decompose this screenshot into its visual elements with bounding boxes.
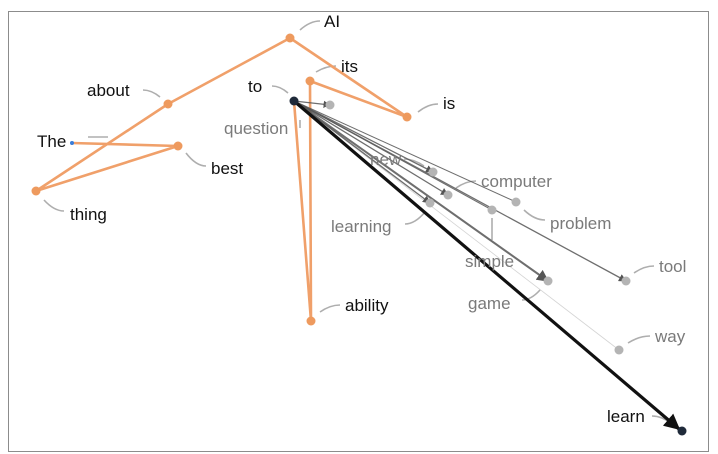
node-its bbox=[305, 76, 315, 86]
leader-best bbox=[185, 152, 207, 167]
label-ability: ability bbox=[345, 296, 389, 315]
label-leaders bbox=[43, 20, 673, 425]
node-game bbox=[543, 276, 553, 286]
graph-labels: The about AI its to is question best new computer… bbox=[37, 12, 686, 426]
leader-is bbox=[417, 103, 439, 113]
node-ability bbox=[306, 316, 316, 326]
edge-to-tool bbox=[293, 100, 627, 282]
node-way bbox=[614, 345, 624, 355]
edge-to-computer bbox=[293, 100, 449, 196]
label-the: The bbox=[37, 132, 66, 151]
label-simple: simple bbox=[465, 252, 514, 271]
label-computer: computer bbox=[481, 172, 552, 191]
leader-to bbox=[271, 85, 289, 94]
label-ai: AI bbox=[324, 12, 340, 31]
node-about bbox=[163, 99, 173, 109]
label-question: question bbox=[224, 119, 288, 138]
label-learning: learning bbox=[331, 217, 392, 236]
edge-to-game bbox=[293, 100, 549, 282]
leader-game bbox=[521, 289, 541, 301]
label-learn: learn bbox=[607, 407, 645, 426]
node-the bbox=[70, 141, 74, 145]
node-simple bbox=[487, 205, 497, 215]
label-game: game bbox=[468, 294, 511, 313]
node-computer bbox=[443, 190, 453, 200]
node-tool bbox=[621, 276, 631, 286]
leader-thing bbox=[43, 199, 65, 212]
node-learn bbox=[677, 426, 687, 436]
leader-ai bbox=[299, 20, 321, 31]
label-new: new bbox=[370, 150, 402, 169]
node-to bbox=[289, 96, 299, 106]
label-thing: thing bbox=[70, 205, 107, 224]
label-about: about bbox=[87, 81, 130, 100]
leader-about bbox=[142, 89, 161, 98]
leader-tool bbox=[633, 265, 655, 274]
edge-to-learn bbox=[292, 99, 681, 431]
node-new bbox=[428, 167, 438, 177]
leader-way bbox=[627, 335, 651, 344]
node-thing bbox=[31, 186, 41, 196]
leader-computer bbox=[455, 180, 477, 189]
label-best: best bbox=[211, 159, 243, 178]
graph-edges bbox=[34, 36, 681, 431]
label-its: its bbox=[341, 57, 358, 76]
node-question bbox=[325, 100, 335, 110]
graph-nodes bbox=[31, 33, 687, 436]
edge-to-problem bbox=[293, 100, 517, 203]
node-is bbox=[402, 112, 412, 122]
diagram-frame bbox=[8, 11, 709, 452]
node-learning bbox=[425, 198, 435, 208]
edge-to-question bbox=[293, 100, 331, 108]
node-ai bbox=[285, 33, 295, 43]
label-to: to bbox=[248, 77, 262, 96]
leader-ability bbox=[319, 304, 341, 313]
edge-to-way bbox=[293, 100, 620, 351]
label-tool: tool bbox=[659, 257, 686, 276]
node-best bbox=[173, 141, 183, 151]
leader-new bbox=[403, 158, 425, 167]
leader-its bbox=[315, 65, 337, 73]
node-problem bbox=[511, 197, 521, 207]
label-problem: problem bbox=[550, 214, 611, 233]
leader-learning bbox=[404, 211, 426, 225]
label-way: way bbox=[654, 327, 686, 346]
leader-problem bbox=[523, 209, 546, 221]
label-is: is bbox=[443, 94, 455, 113]
